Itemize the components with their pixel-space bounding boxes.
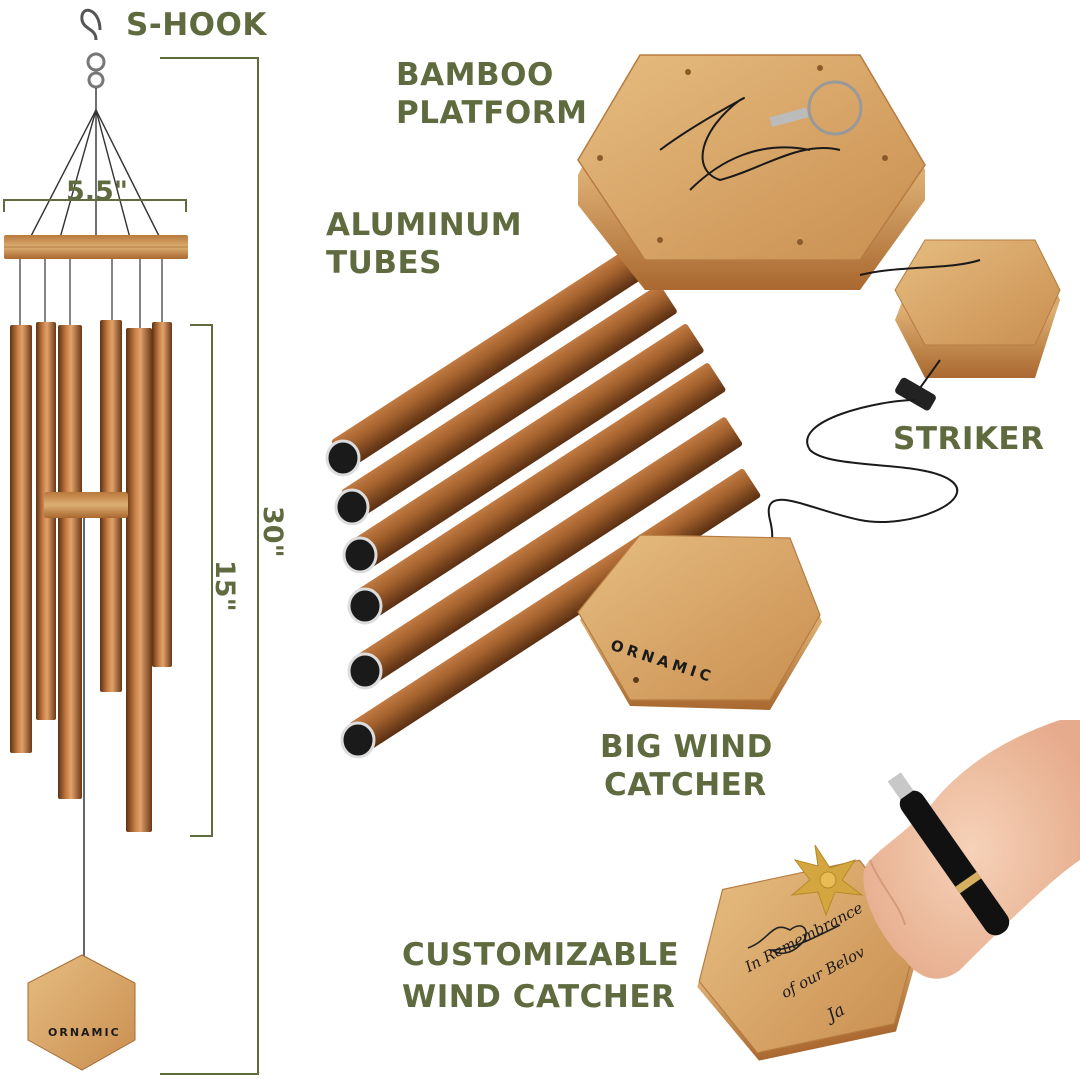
- striker-disc: [44, 492, 128, 518]
- custom-wind-catcher-label-line1: CUSTOMIZABLE: [402, 937, 680, 973]
- gift-bow-icon: [790, 844, 864, 917]
- aluminum-tubes-label-line2: TUBES: [326, 245, 442, 281]
- small-catcher-brand: ORNAMIC: [48, 1026, 121, 1039]
- platform-width-bracket: [3, 199, 187, 212]
- small-wind-catcher: [27, 954, 136, 1071]
- striker-label: STRIKER: [893, 421, 1045, 457]
- bamboo-platform-hexagon: [577, 54, 926, 290]
- s-hook-label: S-HOOK: [126, 7, 267, 43]
- bamboo-platform-side: [4, 235, 188, 259]
- striker-hexagon: [859, 239, 1061, 411]
- aluminum-tubes-label-line1: ALUMINUM: [326, 207, 523, 243]
- tube-length-dimension: 15": [209, 560, 240, 612]
- heart-doodle-icon: [747, 924, 841, 955]
- hanging-cords: [29, 88, 161, 239]
- total-length-bracket: [160, 57, 259, 1075]
- s-hook-icon: [80, 8, 106, 89]
- custom-wind-catcher-label-line2: WIND CATCHER: [402, 979, 676, 1015]
- chime-tubes: [10, 320, 172, 832]
- bamboo-platform-label-line1: BAMBOO: [396, 57, 554, 93]
- big-wind-catcher: [577, 534, 822, 710]
- tube-strings: [19, 259, 163, 330]
- platform-width-dimension: 5.5": [66, 176, 128, 207]
- big-wind-catcher-label-line2: CATCHER: [604, 767, 767, 803]
- bamboo-platform-label-line2: PLATFORM: [396, 95, 588, 131]
- big-wind-catcher-label-line1: BIG WIND: [600, 729, 773, 765]
- custom-wind-catcher: [697, 859, 923, 1061]
- total-length-dimension: 30": [257, 506, 288, 558]
- tube-length-bracket: [190, 324, 213, 837]
- striker-cord: [767, 399, 959, 549]
- hand-with-pen: [863, 720, 1080, 979]
